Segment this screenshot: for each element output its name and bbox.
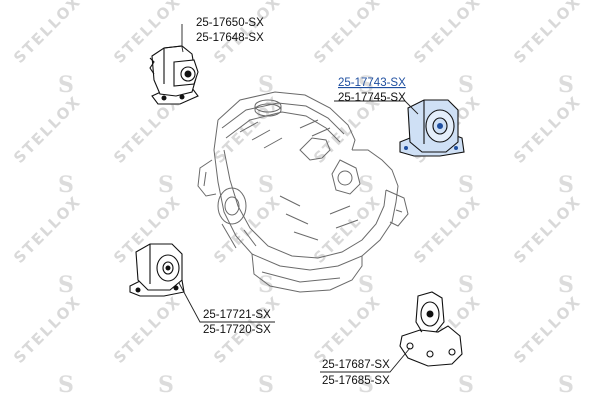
watermark-logo: S [258, 72, 274, 98]
watermark-logo: S [558, 72, 574, 98]
watermark-text: STELLOX [410, 0, 485, 67]
watermark-logo: S [58, 172, 74, 198]
leader-line-bottom [320, 347, 411, 373]
part-number-bottom-1[interactable]: 25-17687-SX [322, 359, 390, 371]
engine-mount-mid-left[interactable] [129, 243, 185, 297]
watermark-text: STELLOX [10, 292, 85, 367]
leader-lines [178, 24, 419, 373]
watermark-logo: S [358, 72, 374, 98]
watermark-logo: S [258, 372, 274, 398]
part-number-top-right-1[interactable]: 25-17743-SX [338, 77, 406, 89]
watermark-text: STELLOX [210, 92, 285, 167]
watermark-logo: S [458, 372, 474, 398]
part-number-mid-left-1[interactable]: 25-17721-SX [203, 309, 271, 321]
watermark-text: STELLOX [510, 292, 585, 367]
watermark-text: STELLOX [110, 292, 185, 367]
engine-mount-top-right[interactable] [399, 99, 465, 157]
part-number-top-left-1[interactable]: 25-17650-SX [196, 17, 264, 29]
watermark-text: STELLOX [310, 292, 385, 367]
watermark-logo: S [158, 372, 174, 398]
watermark-layer: STELLOXSSTELLOXSSTELLOXSSTELLOXSSTELLOXS… [10, 0, 585, 398]
watermark-logo: S [458, 272, 474, 298]
engine-mount-top-left[interactable] [149, 45, 199, 105]
leader-line-top-left [181, 24, 184, 53]
watermark-text: STELLOX [510, 0, 585, 67]
watermark-logo: S [458, 172, 474, 198]
watermark-logo: S [58, 372, 74, 398]
part-number-top-left-2[interactable]: 25-17648-SX [196, 32, 264, 44]
watermark-logo: S [358, 172, 374, 198]
watermark-text: STELLOX [310, 0, 385, 67]
engine-mount-bottom[interactable] [399, 291, 463, 367]
watermark-logo: S [558, 372, 574, 398]
watermark-text: STELLOX [10, 192, 85, 267]
leader-line-mid-left [178, 282, 275, 323]
part-number-bottom-2[interactable]: 25-17685-SX [322, 375, 390, 387]
leader-line-top-right [334, 100, 419, 115]
part-labels: 25-17650-SX 25-17648-SX 25-17743-SX 25-1… [196, 17, 406, 387]
watermark-logo: S [558, 272, 574, 298]
watermark-text: STELLOX [310, 192, 385, 267]
watermark-text: STELLOX [10, 92, 85, 167]
watermark-text: STELLOX [510, 92, 585, 167]
watermark-logo: S [258, 172, 274, 198]
part-number-top-right-2[interactable]: 25-17745-SX [338, 92, 406, 104]
watermark-text: STELLOX [210, 192, 285, 267]
watermark-logo: S [358, 272, 374, 298]
engine-block-illustration [197, 91, 409, 293]
watermark-logo: S [458, 72, 474, 98]
watermark-text: STELLOX [410, 192, 485, 267]
watermark-text: STELLOX [10, 0, 85, 67]
part-number-mid-left-2[interactable]: 25-17720-SX [203, 324, 271, 336]
watermark-logo: S [58, 72, 74, 98]
watermark-logo: S [258, 272, 274, 298]
watermark-logo: S [58, 272, 74, 298]
watermark-logo: S [358, 372, 374, 398]
watermark-logo: S [158, 172, 174, 198]
watermark-logo: S [558, 172, 574, 198]
watermark-text: STELLOX [510, 192, 585, 267]
